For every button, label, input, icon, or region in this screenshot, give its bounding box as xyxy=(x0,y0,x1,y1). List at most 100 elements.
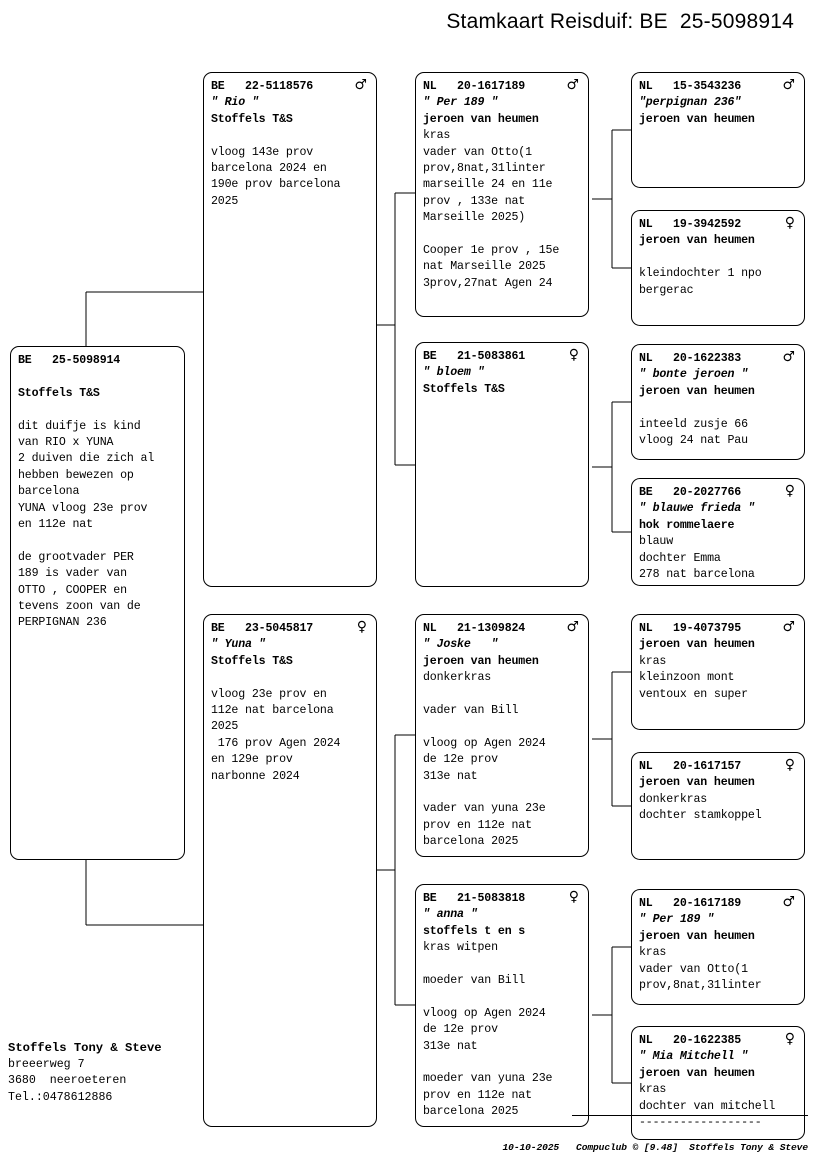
detail-line: 278 nat barcelona xyxy=(639,568,755,582)
detail-line: en 129e prov xyxy=(211,753,293,767)
sex-symbol-female: ♀ xyxy=(356,619,367,635)
pedigree-box-mfm[interactable]: NL 20-1617157 ♀ jeroen van heumen donker… xyxy=(631,752,805,860)
spacer-line xyxy=(639,400,797,416)
detail-line: ventoux en super xyxy=(639,687,748,701)
detail-line: vloog 24 nat Pau xyxy=(639,434,748,448)
detail-line: de 12e prov xyxy=(423,753,498,767)
detail-line: inteeld zusje 66 xyxy=(639,417,748,431)
sex-symbol-male: ♂ xyxy=(782,894,795,910)
box-body: kleindochter 1 npo bergerac xyxy=(639,250,797,299)
spacer-line xyxy=(423,785,581,801)
owner-name: jeroen van heumen xyxy=(639,776,755,790)
detail-line: barcelona 2024 en xyxy=(211,162,327,176)
detail-line: en 112e nat xyxy=(18,518,93,532)
pigeon-name: "perpignan 236" xyxy=(639,96,742,110)
detail-line: vloog 143e prov xyxy=(211,145,314,159)
pedigree-box-father-mother[interactable]: BE 21-5083861 ♀ " bloem " Stoffels T&S xyxy=(415,342,589,587)
owner-name: jeroen van heumen xyxy=(639,234,755,248)
detail-line: prov,8nat,31linter xyxy=(423,162,546,176)
detail-line: prov,8nat,31linter xyxy=(639,979,762,993)
detail-line: dochter Emma xyxy=(639,551,721,565)
pedigree-box-fmm[interactable]: BE 20-2027766 ♀ " blauwe frieda " hok ro… xyxy=(631,478,805,586)
detail-line: ------------------ xyxy=(639,1116,762,1130)
spacer-line xyxy=(18,533,177,549)
spacer-line xyxy=(211,128,369,144)
pigeon-name: " bloem " xyxy=(423,366,485,380)
detail-line: tevens zoon van de xyxy=(18,600,141,614)
pedigree-box-mother-mother[interactable]: BE 21-5083818 ♀ " anna " stoffels t en s… xyxy=(415,884,589,1127)
sex-symbol-female: ♀ xyxy=(784,215,795,231)
spacer-line xyxy=(423,957,581,973)
detail-line: marseille 24 en 11e xyxy=(423,178,553,192)
owner-name: stoffels t en s xyxy=(423,924,526,938)
pigeon-name: " Rio " xyxy=(211,96,259,110)
page-title: Stamkaart Reisduif: BE 25-5098914 xyxy=(446,10,794,33)
owner-name: jeroen van heumen xyxy=(423,654,539,668)
ring-number: NL 20-1622383 xyxy=(639,352,742,365)
detail-line: 313e nat xyxy=(423,1039,478,1053)
detail-line: prov en 112e nat xyxy=(423,818,532,832)
detail-line: prov , 133e nat xyxy=(423,194,526,208)
detail-line: Marseille 2025) xyxy=(423,211,526,225)
pedigree-box-mother[interactable]: BE 23-5045817 ♀ " Yuna " Stoffels T&S vl… xyxy=(203,614,377,1127)
detail-line: 112e nat barcelona xyxy=(211,704,334,718)
detail-line: kras xyxy=(639,654,667,668)
ring-number: NL 20-1617189 xyxy=(423,80,526,93)
pedigree-box-fmf[interactable]: NL 20-1622383 ♂ " bonte jeroen " jeroen … xyxy=(631,344,805,460)
pedigree-box-father-father[interactable]: NL 20-1617189 ♂ " Per 189 " jeroen van h… xyxy=(415,72,589,317)
pedigree-box-mmm[interactable]: NL 20-1622385 ♀ " Mia Mitchell " jeroen … xyxy=(631,1026,805,1140)
ring-number: BE 20-2027766 xyxy=(639,486,742,499)
spacer-line xyxy=(423,719,581,735)
owner-name: jeroen van heumen xyxy=(639,1066,755,1080)
spacer-line xyxy=(423,227,581,243)
pedigree-box-father[interactable]: BE 22-5118576 ♂ " Rio " Stoffels T&S vlo… xyxy=(203,72,377,587)
pigeon-name: " anna " xyxy=(423,908,478,922)
owner-name: hok rommelaere xyxy=(639,518,735,532)
ring-number: BE 22-5118576 xyxy=(211,80,314,93)
detail-line: vader van Otto(1 xyxy=(423,145,532,159)
detail-line: de 12e prov xyxy=(423,1023,498,1037)
pedigree-box-mother-father[interactable]: NL 21-1309824 ♂ " Joske " jeroen van heu… xyxy=(415,614,589,857)
ring-number: NL 19-4073795 xyxy=(639,622,742,635)
sex-symbol-female: ♀ xyxy=(784,1031,795,1047)
detail-line: blauw xyxy=(639,535,674,549)
detail-line: vader van Bill xyxy=(423,704,519,718)
owner-name: jeroen van heumen xyxy=(639,929,755,943)
breeder-street: breeerweg 7 xyxy=(8,1058,85,1071)
detail-line: YUNA vloog 23e prov xyxy=(18,501,148,515)
pedigree-box-fff[interactable]: NL 15-3543236 ♂ "perpignan 236" jeroen v… xyxy=(631,72,805,188)
pigeon-name: " bonte jeroen " xyxy=(639,368,748,382)
detail-line: donkerkras xyxy=(639,792,708,806)
detail-line: nat Marseille 2025 xyxy=(423,260,546,274)
breeder-info: Stoffels Tony & Steve breeerweg 7 3680 n… xyxy=(8,1040,238,1106)
detail-line: vader van yuna 23e xyxy=(423,802,546,816)
sex-symbol-male: ♂ xyxy=(354,77,367,93)
detail-line: narbonne 2024 xyxy=(211,769,300,783)
detail-line: 176 prov Agen 2024 xyxy=(211,736,341,750)
owner-name: jeroen van heumen xyxy=(639,638,755,652)
detail-line: bergerac xyxy=(639,283,694,297)
ring-number: BE 25-5098914 xyxy=(18,354,121,367)
detail-line: van RIO x YUNA xyxy=(18,436,114,449)
pedigree-box-mmf[interactable]: NL 20-1617189 ♂ " Per 189 " jeroen van h… xyxy=(631,889,805,1005)
detail-line: kleindochter 1 npo xyxy=(639,267,762,281)
ring-number: NL 21-1309824 xyxy=(423,622,526,635)
ring-number: BE 21-5083861 xyxy=(423,350,526,363)
spacer-line xyxy=(18,402,177,418)
pigeon-name: " Per 189 " xyxy=(639,913,714,927)
pigeon-name: " Joske " xyxy=(423,638,498,652)
owner-name: jeroen van heumen xyxy=(423,112,539,126)
detail-line: OTTO , COOPER en xyxy=(18,583,127,597)
pedigree-box-ffm[interactable]: NL 19-3942592 ♀ jeroen van heumen kleind… xyxy=(631,210,805,326)
detail-line: vloog op Agen 2024 xyxy=(423,1006,546,1020)
detail-line: PERPIGNAN 236 xyxy=(18,616,107,630)
